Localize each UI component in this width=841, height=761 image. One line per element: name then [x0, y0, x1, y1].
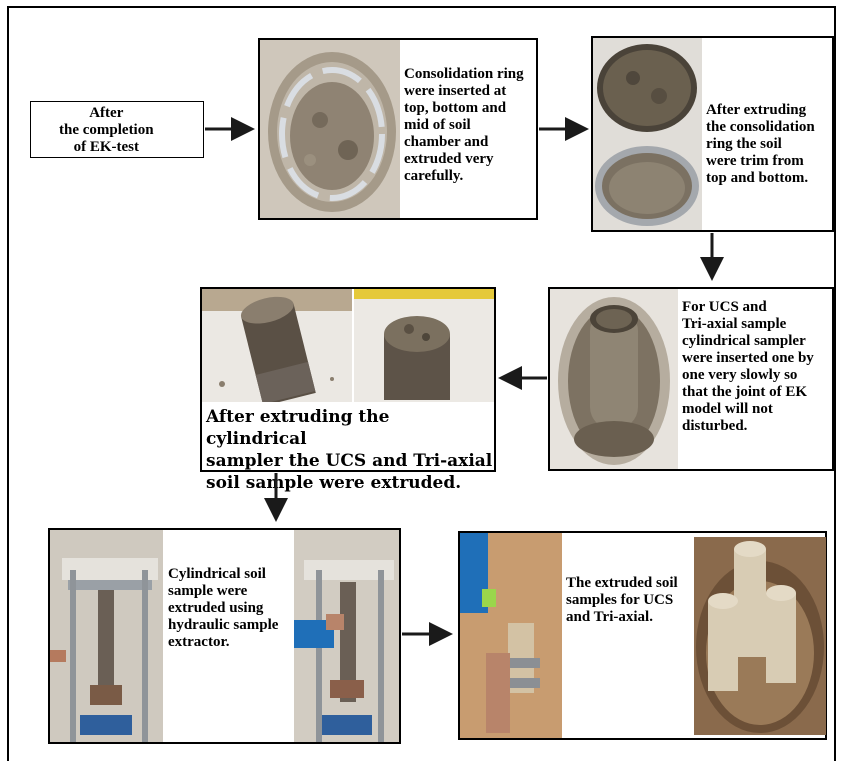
flow-arrows — [0, 0, 841, 761]
